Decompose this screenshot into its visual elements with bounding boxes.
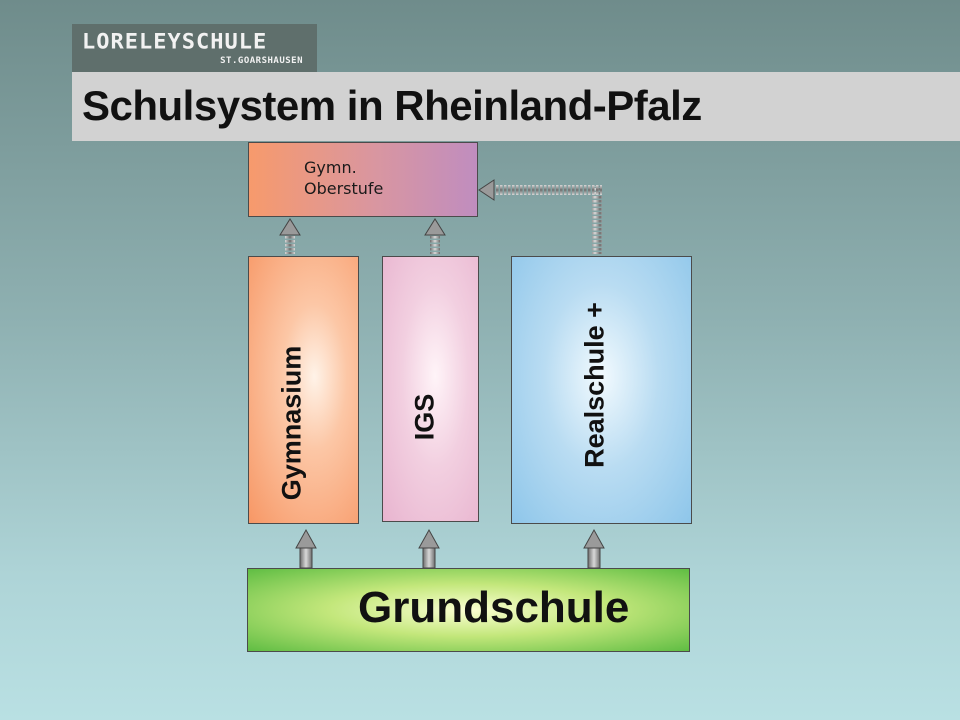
arrow-realschule-to-oberstufe [478,179,602,254]
grundschule-label: Grundschule [358,583,630,632]
realschule-label: Realschule + [579,302,610,468]
arrow-igs-to-oberstufe [424,218,446,254]
gymnasium-label: Gymnasium [276,345,307,501]
oberstufe-label-line2: Oberstufe [304,179,384,198]
arrow-gymnasium-to-oberstufe [279,218,301,254]
arrow-grund-to-igs [418,528,440,569]
box-grundschule: Grundschule [247,568,690,652]
logo-name: LORELEYSCHULE [82,30,268,55]
box-realschule-plus: Realschule + [511,256,692,524]
title-bar: Schulsystem in Rheinland-Pfalz [72,72,960,141]
arrow-grund-to-realschule [583,528,605,569]
box-gymnasium: Gymnasium [248,256,359,524]
page-title: Schulsystem in Rheinland-Pfalz [82,82,702,129]
logo-place: ST.GOARSHAUSEN [220,56,303,66]
box-igs: IGS [382,256,479,522]
oberstufe-label-line1: Gymn. [304,158,357,177]
school-logo: LORELEYSCHULE ST.GOARSHAUSEN [72,24,317,72]
box-gymn-oberstufe: Gymn. Oberstufe [248,142,478,217]
arrow-grund-to-gymnasium [295,528,317,569]
igs-label: IGS [409,393,440,441]
